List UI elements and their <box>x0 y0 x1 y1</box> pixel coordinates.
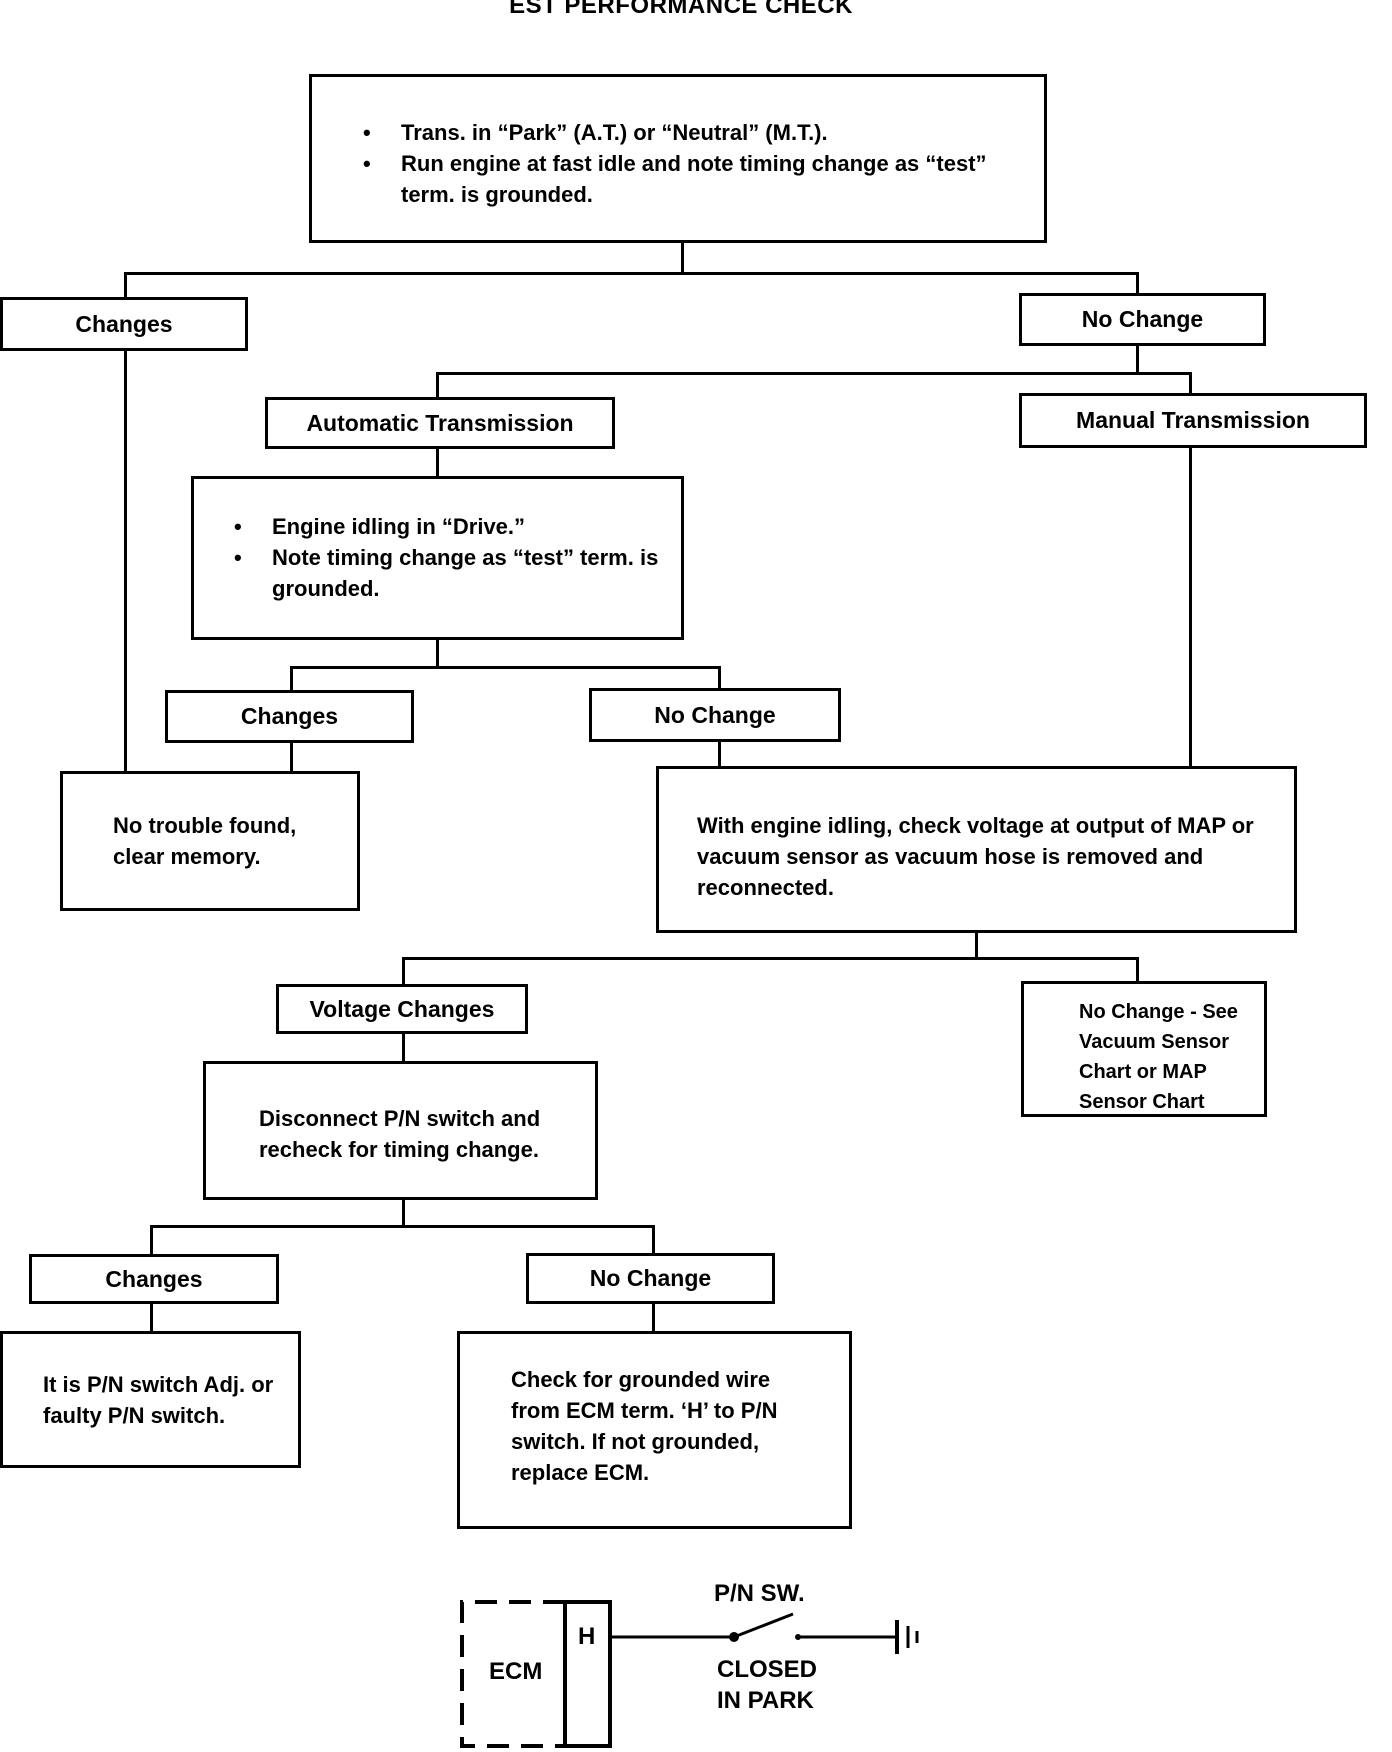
voltage-check-box: With engine idling, check voltage at out… <box>656 766 1297 933</box>
changes-box-1: Changes <box>0 297 248 351</box>
connector <box>436 449 439 479</box>
connector <box>150 1225 655 1228</box>
connector <box>290 743 293 774</box>
pn-switch-label: P/N SW. <box>714 1580 805 1607</box>
connector <box>436 640 439 667</box>
ecm-label: ECM <box>489 1658 543 1685</box>
in-park-label: IN PARK <box>717 1687 814 1714</box>
start-instruction-item: Trans. in “Park” (A.T.) or “Neutral” (M.… <box>363 117 1014 148</box>
connector <box>718 666 721 691</box>
no-change-box-3: No Change <box>526 1253 775 1304</box>
connector <box>124 272 1139 275</box>
switch-blade <box>733 1612 794 1639</box>
no-change-box-1: No Change <box>1019 293 1266 346</box>
connector <box>402 957 1139 960</box>
connector <box>436 372 439 400</box>
terminal-block <box>563 1600 612 1748</box>
connector <box>1136 272 1139 296</box>
connector <box>1136 346 1139 373</box>
no-change-see-box: No Change - See Vacuum Sensor Chart or M… <box>1021 981 1267 1117</box>
page-title: EST PERFORMANCE CHECK <box>509 0 853 19</box>
start-instructions-box: Trans. in “Park” (A.T.) or “Neutral” (M.… <box>309 74 1047 243</box>
connector <box>290 666 293 693</box>
connector <box>150 1225 153 1257</box>
changes-box-3: Changes <box>29 1254 279 1304</box>
connector <box>1136 957 1139 984</box>
automatic-transmission-box: Automatic Transmission <box>265 397 615 449</box>
manual-transmission-box: Manual Transmission <box>1019 393 1367 448</box>
connector <box>402 1034 405 1064</box>
connector <box>681 243 684 275</box>
voltage-changes-box: Voltage Changes <box>276 984 528 1034</box>
connector <box>652 1304 655 1334</box>
disconnect-pn-box: Disconnect P/N switch and recheck for ti… <box>203 1061 598 1200</box>
no-change-box-2: No Change <box>589 688 841 742</box>
connector <box>1189 372 1192 396</box>
connector <box>402 1200 405 1227</box>
connector <box>718 742 721 769</box>
connector <box>1189 448 1192 768</box>
switch-contact <box>795 1634 801 1640</box>
ecm-dashed-outline <box>460 1600 565 1748</box>
connector <box>150 1304 153 1334</box>
terminal-h-label: H <box>578 1623 596 1650</box>
grounded-wire-box: Check for grounded wire from ECM term. ‘… <box>457 1331 852 1529</box>
drive-check-item: Note timing change as “test” term. is gr… <box>234 542 661 604</box>
connector <box>124 351 127 774</box>
connector <box>290 666 721 669</box>
pn-adjust-box: It is P/N switch Adj. or faulty P/N swit… <box>0 1331 301 1468</box>
closed-label: CLOSED <box>717 1656 818 1683</box>
changes-box-2: Changes <box>165 690 414 743</box>
connector <box>975 933 978 959</box>
connector <box>436 372 1192 375</box>
no-trouble-box: No trouble found, clear memory. <box>60 771 360 911</box>
drive-check-item: Engine idling in “Drive.” <box>234 511 661 542</box>
connector <box>402 957 405 987</box>
drive-check-box: Engine idling in “Drive.” Note timing ch… <box>191 476 684 640</box>
start-instruction-item: Run engine at fast idle and note timing … <box>363 148 1014 210</box>
connector <box>652 1225 655 1257</box>
connector <box>124 272 127 300</box>
